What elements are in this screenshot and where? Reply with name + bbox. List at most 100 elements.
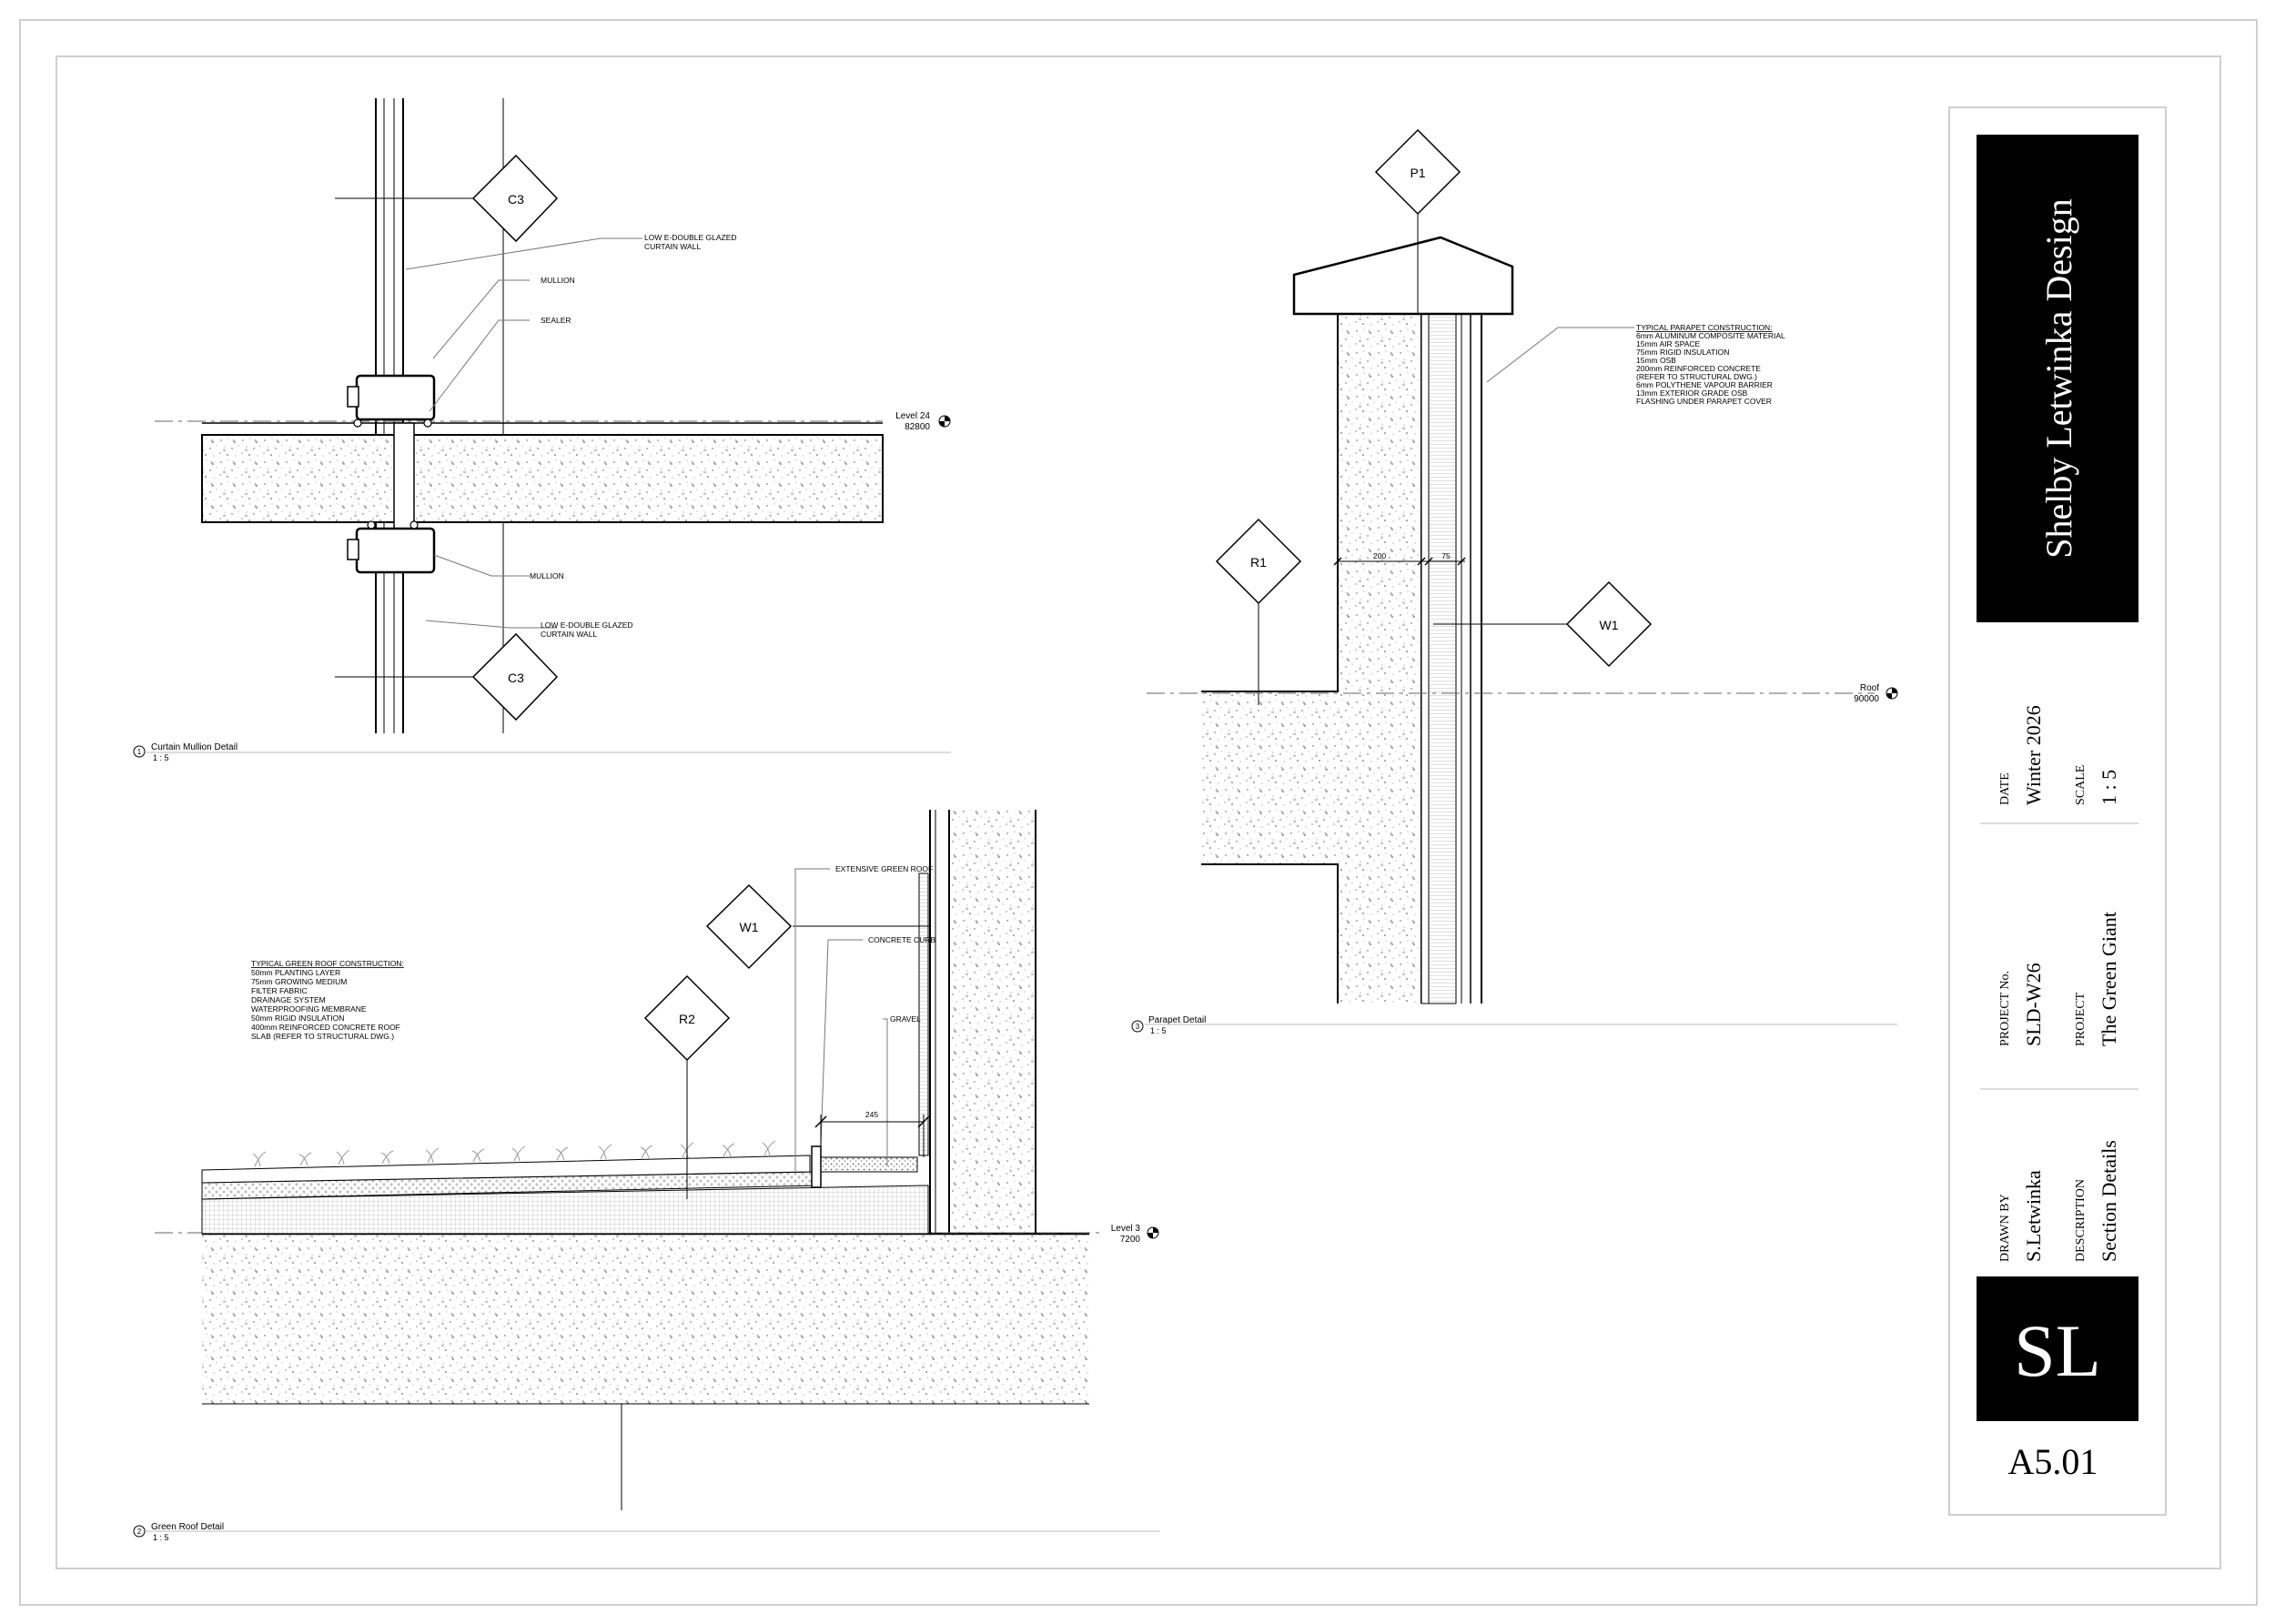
description-value: Section Details (2098, 1140, 2120, 1262)
detail-2-title: Green Roof Detail (151, 1522, 224, 1532)
spec-line: 50mm PLANTING LAYER (251, 968, 340, 977)
note-mullion-bottom: MULLION (530, 571, 564, 580)
level-roof-name: Roof (1860, 683, 1879, 693)
company-name: Shelby Letwinka Design (2038, 198, 2079, 559)
detail-2-number: 2 (137, 1528, 142, 1536)
detail-3-scale: 1 : 5 (1150, 1026, 1167, 1035)
parapet-concrete (1201, 314, 1421, 1004)
note-mullion-top: MULLION (541, 276, 575, 285)
green-roof-spec-lines: 50mm PLANTING LAYER 75mm GROWING MEDIUM … (251, 968, 400, 1041)
parapet-cap (1292, 236, 1514, 316)
inner-border (56, 55, 2221, 1569)
parapet-spec-heading: TYPICAL PARAPET CONSTRUCTION: (1636, 323, 1773, 332)
grass-icon (252, 1140, 776, 1167)
green-roof-spec-heading: TYPICAL GREEN ROOF CONSTRUCTION: (251, 959, 404, 968)
spec-line: 50mm RIGID INSULATION (251, 1014, 344, 1023)
spec-line: SLAB (REFER TO STRUCTURAL DWG.) (251, 1032, 394, 1041)
note-sealer: SEALER (541, 316, 571, 325)
project-value: The Green Giant (2098, 912, 2120, 1046)
tag-r2 (643, 974, 731, 1062)
roof-slab (202, 1234, 1089, 1404)
growing-medium (201, 1155, 811, 1184)
insulation-layer (201, 1185, 929, 1235)
level-3-value: 7200 (1120, 1235, 1141, 1245)
mullion-top (355, 374, 436, 421)
insulation-layer (1428, 313, 1457, 1004)
date-label: DATE (1998, 772, 2012, 805)
scale-value: 1 : 5 (2098, 770, 2120, 805)
tag-r1-label: R1 (1250, 555, 1267, 570)
tag-w1-parapet-label: W1 (1600, 618, 1619, 632)
tag-c3-bottom (471, 632, 559, 721)
drawn-by-label: DRAWN BY (1998, 1194, 2012, 1262)
note-glazing-top-2: CURTAIN WALL (644, 242, 701, 251)
tag-p1-label: P1 (1410, 166, 1425, 180)
level-marker-icon (1147, 1226, 1159, 1239)
sheet-number: A5.01 (2008, 1441, 2098, 1482)
wall-concrete (949, 810, 1036, 1234)
dim-75: 75 (1441, 551, 1451, 560)
spec-line: 13mm EXTERIOR GRADE OSB (1636, 388, 1748, 398)
spec-line: 15mm AIR SPACE (1636, 339, 1701, 348)
detail-3-number: 3 (1136, 1023, 1140, 1031)
project-no-value: SLD-W26 (2022, 963, 2045, 1046)
project-label: PROJECT (2074, 992, 2088, 1046)
tag-w1-roof (705, 883, 793, 970)
spec-line: FILTER FABRIC (251, 986, 308, 995)
spec-line: 75mm RIGID INSULATION (1636, 348, 1729, 357)
detail-curtain-mullion: C3 C3 LOW E-DOUBLE GLAZED CURTAIN WALL M… (133, 98, 951, 762)
spec-line: (REFER TO STRUCTURAL DWG.) (1636, 372, 1757, 381)
concrete-curb (811, 1145, 822, 1188)
company-banner (1977, 135, 2138, 622)
drawn-by-value: S.Letwinka (2022, 1170, 2045, 1262)
description-label: DESCRIPTION (2074, 1179, 2088, 1262)
floor-slab (201, 434, 884, 523)
spec-line: WATERPROOFING MEMBRANE (251, 1004, 367, 1014)
title-block: Shelby Letwinka Design DATE Winter 2026 … (1948, 106, 2167, 1516)
tag-p1 (1374, 128, 1461, 216)
project-no-label: PROJECT No. (1998, 971, 2012, 1046)
spec-line: 400mm REINFORCED CONCRETE ROOF (251, 1023, 400, 1032)
spec-line: 75mm GROWING MEDIUM (251, 977, 347, 986)
note-glazing-bottom-2: CURTAIN WALL (541, 630, 597, 639)
note-glazing-bottom-1: LOW E-DOUBLE GLAZED (541, 620, 633, 630)
detail-1-title: Curtain Mullion Detail (151, 742, 238, 752)
detail-3-title: Parapet Detail (1148, 1015, 1206, 1025)
note-curb: CONCRETE CURB (868, 935, 935, 944)
detail-1-number: 1 (137, 748, 142, 756)
outer-border (19, 19, 2258, 1606)
detail-2-scale: 1 : 5 (153, 1533, 169, 1542)
spec-line: 200mm REINFORCED CONCRETE (1636, 364, 1761, 373)
level-24-value: 82800 (905, 422, 930, 432)
logo-text: SL (2014, 1309, 2101, 1392)
detail-green-roof: W1 R2 EXTENSIVE GREEN ROOF CONCRETE CURB… (133, 810, 1160, 1542)
detail-parapet: P1 R1 W1 200 75 TYPICAL PARAPET CONSTRUC… (1131, 128, 1898, 1035)
level-marker-icon (1886, 687, 1898, 700)
date-value: Winter 2026 (2022, 705, 2045, 805)
dim-245: 245 (865, 1110, 878, 1119)
tag-w1-roof-label: W1 (740, 920, 759, 934)
level-marker-icon (938, 415, 951, 428)
tag-r2-label: R2 (679, 1012, 695, 1026)
note-glazing-top-1: LOW E-DOUBLE GLAZED (644, 233, 737, 242)
dim-200: 200 (1373, 551, 1386, 560)
parapet-spec-lines: 6mm ALUMINUM COMPOSITE MATERIAL 15mm AIR… (1636, 331, 1785, 406)
mullion-bottom (355, 527, 436, 574)
level-roof-value: 90000 (1854, 694, 1879, 704)
gravel-strip (820, 1156, 918, 1173)
tag-r1 (1215, 518, 1302, 605)
spec-line: 15mm OSB (1636, 356, 1676, 365)
logo-box (1977, 1276, 2138, 1421)
level-3-name: Level 3 (1111, 1224, 1141, 1234)
level-24-name: Level 24 (895, 411, 930, 421)
osb-layer (1421, 313, 1430, 1004)
spec-line: DRAINAGE SYSTEM (251, 995, 326, 1004)
tag-c3-top (471, 154, 559, 243)
spec-line: FLASHING UNDER PARAPET COVER (1636, 397, 1772, 406)
tag-c3-bottom-label: C3 (508, 671, 524, 685)
detail-1-scale: 1 : 5 (153, 753, 169, 762)
spec-line: 6mm ALUMINUM COMPOSITE MATERIAL (1636, 331, 1785, 340)
tag-w1-parapet (1565, 580, 1653, 668)
note-green-roof: EXTENSIVE GREEN ROOF (835, 864, 933, 873)
